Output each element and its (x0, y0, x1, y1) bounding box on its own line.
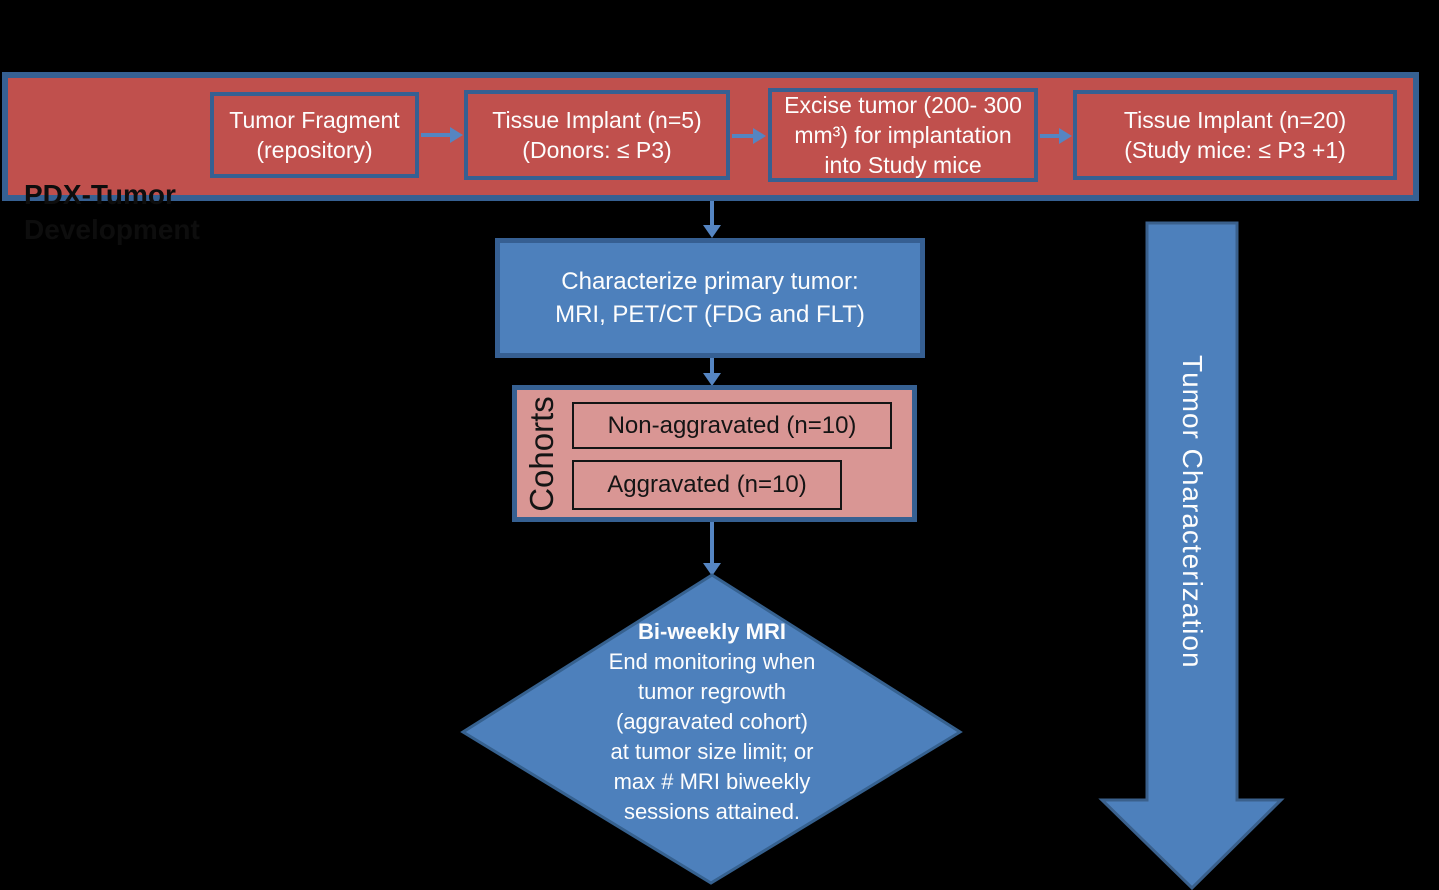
connector-implant5-to-excise (732, 128, 766, 144)
connector-cohorts-to-decision (703, 522, 721, 576)
cohorts-label: Cohorts (512, 385, 572, 522)
step-box-line: Tissue Implant (n=5) (492, 107, 702, 133)
characterize-primary-tumor-box: Characterize primary tumor: MRI, PET/CT … (495, 238, 925, 358)
side-arrow-label-text: Tumor Characterization (1177, 354, 1208, 669)
arrow-line (732, 134, 755, 138)
step-box-tissue-implant-n20: Tissue Implant (n=20) (Study mice: ≤ P3 … (1073, 90, 1397, 180)
banner-title: PDX-Tumor Development (24, 177, 229, 247)
arrow-down-icon (703, 373, 721, 386)
step-box-tissue-implant-n5: Tissue Implant (n=5) (Donors: ≤ P3) (464, 90, 730, 180)
arrow-right-icon (1059, 128, 1072, 144)
step-box-line: Excise tumor (200- 300 (784, 92, 1022, 118)
diamond-line: at tumor size limit; or (610, 739, 814, 764)
arrow-line (710, 201, 714, 227)
arrow-line (1040, 134, 1061, 138)
cohort-label: Aggravated (n=10) (607, 471, 807, 498)
decision-diamond-text: Bi-weekly MRI End monitoring when tumor … (527, 617, 897, 827)
diamond-line: sessions attained. (623, 799, 801, 824)
big-down-arrow-icon (1098, 221, 1285, 890)
banner-title-line1: PDX-Tumor (24, 179, 176, 210)
diamond-line: max # MRI biweekly (613, 769, 811, 794)
step-box-line: (repository) (256, 137, 373, 163)
arrow-line (421, 133, 452, 137)
connector-excise-to-implant20 (1040, 128, 1072, 144)
diamond-polygon (460, 573, 963, 885)
step-box-line: (Study mice: ≤ P3 +1) (1124, 137, 1346, 163)
cohort-aggravated: Aggravated (n=10) (572, 460, 842, 510)
cohorts-label-text: Cohorts (523, 395, 560, 512)
diamond-line: Bi-weekly MRI (638, 619, 786, 644)
connector-characterize-to-cohorts (703, 358, 721, 386)
arrow-right-icon (450, 127, 463, 143)
step-box-line: into Study mice (824, 152, 982, 178)
cohort-non-aggravated: Non-aggravated (n=10) (572, 402, 892, 449)
cohort-label: Non-aggravated (n=10) (607, 411, 857, 439)
step-box-tumor-fragment: Tumor Fragment (repository) (210, 92, 419, 178)
tumor-characterization-arrow (1098, 221, 1285, 890)
decision-diamond-shape (460, 573, 963, 885)
arrow-right-icon (753, 128, 766, 144)
arrow-line (710, 358, 714, 375)
characterize-line: Characterize primary tumor: (561, 268, 859, 295)
characterize-line: MRI, PET/CT (FDG and FLT) (555, 301, 865, 328)
step-box-line: mm³) for implantation (794, 122, 1012, 148)
diamond-line: tumor regrowth (638, 679, 786, 704)
connector-banner-to-characterize (703, 201, 721, 238)
diamond-line: (aggravated cohort) (616, 709, 808, 734)
step-box-line: Tumor Fragment (229, 107, 400, 133)
arrow-down-icon (703, 563, 721, 576)
step-box-excise-tumor: Excise tumor (200- 300 mm³) for implanta… (768, 88, 1038, 182)
arrow-line (710, 522, 714, 565)
step-box-line: Tissue Implant (n=20) (1123, 107, 1347, 133)
connector-fragment-to-implant5 (421, 127, 463, 143)
diamond-line: End monitoring when (608, 649, 816, 674)
step-box-line: (Donors: ≤ P3) (522, 137, 672, 163)
side-arrow-label: Tumor Characterization (1147, 223, 1237, 800)
arrow-down-icon (703, 225, 721, 238)
banner-title-line2: Development (24, 214, 200, 245)
